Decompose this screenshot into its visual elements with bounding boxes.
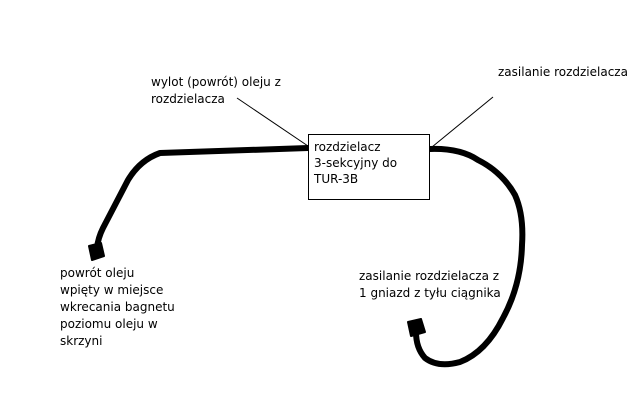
return-label-line: powrót oleju — [60, 266, 135, 280]
supply-leader-line — [431, 96, 494, 148]
return-label: powrót oleju wpięty w miejsce wkrecania … — [60, 265, 175, 350]
outlet-leader-line — [236, 97, 309, 147]
distributor-box-line: 3-sekcyjny do — [314, 156, 398, 170]
return-hose — [94, 145, 311, 251]
return-label-line: poziomu oleju w — [60, 317, 158, 331]
return-label-line: wkrecania bagnetu — [60, 300, 175, 314]
distributor-box-line: TUR-3B — [314, 172, 359, 186]
outlet-label: wylot (powrót) oleju z rozdzielacza — [151, 74, 281, 108]
distributor-box-line: rozdzielacz — [314, 140, 381, 154]
supply-hose — [413, 145, 526, 368]
supply-hose-fitting — [407, 318, 426, 337]
return-hose-fitting — [88, 242, 105, 261]
supply-rear-label-line: 1 gniazd z tyłu ciągnika — [359, 286, 501, 300]
outlet-label-line: rozdzielacza — [151, 92, 225, 106]
outlet-label-line: wylot (powrót) oleju z — [151, 75, 281, 89]
return-label-line: wpięty w miejsce — [60, 283, 164, 297]
supply-rear-label: zasilanie rozdzielacza z 1 gniazd z tyłu… — [359, 268, 501, 302]
supply-top-label-line: zasilanie rozdzielacza — [498, 65, 628, 79]
distributor-box: rozdzielacz 3-sekcyjny do TUR-3B — [308, 134, 430, 200]
supply-top-label: zasilanie rozdzielacza — [498, 64, 628, 81]
supply-rear-label-line: zasilanie rozdzielacza z — [359, 269, 500, 283]
return-label-line: skrzyni — [60, 334, 103, 348]
